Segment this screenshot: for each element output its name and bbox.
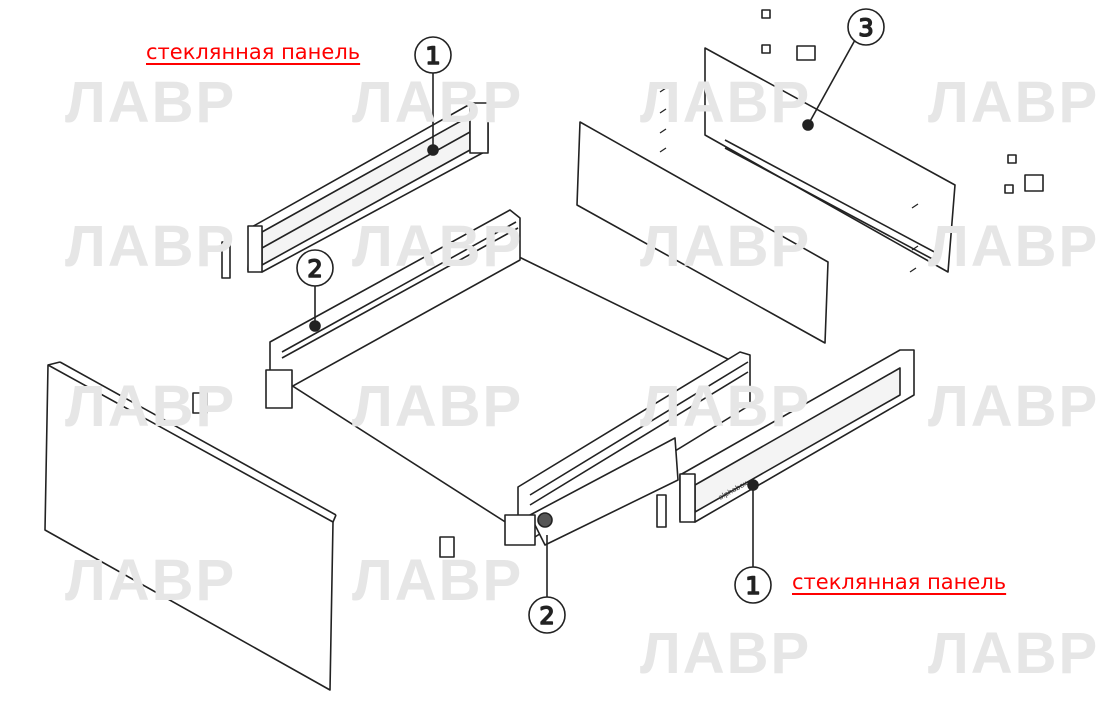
callout-1-top: 1 bbox=[414, 36, 452, 156]
back-panel bbox=[659, 9, 1044, 273]
front-panel bbox=[44, 361, 455, 691]
callout-2-bottom: 2 bbox=[528, 535, 566, 634]
glass-panel-label-bottom: стеклянная панель bbox=[792, 570, 1007, 594]
drawer-assembly bbox=[265, 209, 751, 546]
glass-panel-label-top: стеклянная панель bbox=[146, 40, 361, 64]
bottom-board bbox=[576, 121, 829, 344]
callout-number: 2 bbox=[307, 255, 322, 283]
callout-number: 3 bbox=[858, 14, 873, 42]
glass-panel-bottom: alphabox bbox=[679, 349, 915, 523]
callout-number: 2 bbox=[539, 602, 554, 630]
callout-number: 1 bbox=[745, 572, 760, 600]
callout-3: 3 bbox=[802, 8, 885, 131]
callout-1-bottom: 1 bbox=[734, 479, 772, 604]
glass-panel-top bbox=[221, 102, 489, 279]
callout-number: 1 bbox=[425, 42, 440, 70]
callout-2-left: 2 bbox=[296, 249, 334, 332]
